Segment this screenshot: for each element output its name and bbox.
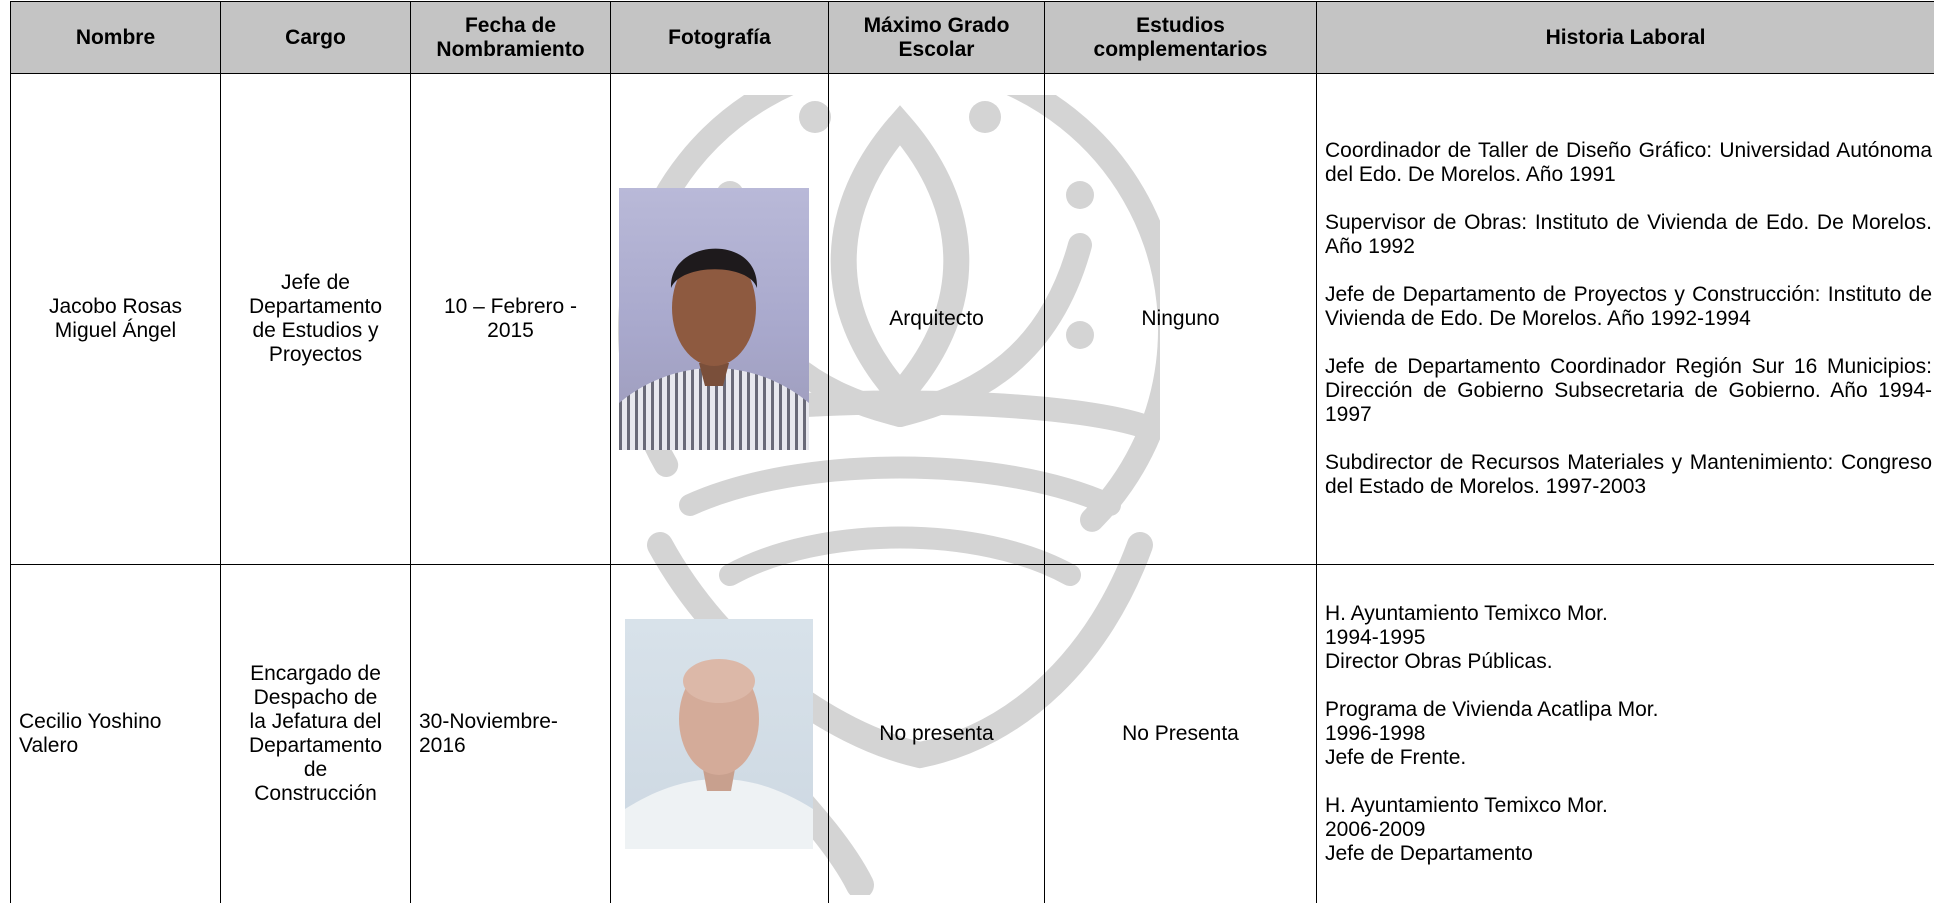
historia-item: Coordinador de Taller de Diseño Gráfico:…: [1325, 139, 1932, 187]
cell-fecha: 30-Noviembre- 2016: [411, 565, 611, 903]
header-historia-laboral: Historia Laboral: [1317, 2, 1934, 74]
historia-item: Jefe de Departamento Coordinador Región …: [1325, 355, 1932, 427]
cell-fotografia: [611, 74, 829, 565]
cell-grado: Arquitecto: [829, 74, 1045, 565]
table-header-row: Nombre Cargo Fecha de Nombramiento Fotog…: [11, 2, 1934, 74]
historia-block: H. Ayuntamiento Temixco Mor. 1994-1995 D…: [1325, 602, 1926, 674]
historia-block: Programa de Vivienda Acatlipa Mor. 1996-…: [1325, 698, 1926, 770]
cell-fotografia: [611, 565, 829, 903]
cell-fecha: 10 – Febrero - 2015: [411, 74, 611, 565]
header-nombre: Nombre: [11, 2, 221, 74]
cell-historia: H. Ayuntamiento Temixco Mor. 1994-1995 D…: [1317, 565, 1934, 903]
staff-table: Nombre Cargo Fecha de Nombramiento Fotog…: [10, 1, 1934, 903]
header-fotografia: Fotografía: [611, 2, 829, 74]
cell-historia: Coordinador de Taller de Diseño Gráfico:…: [1317, 74, 1934, 565]
header-estudios: Estudios complementarios: [1045, 2, 1317, 74]
historia-block: H. Ayuntamiento Temixco Mor. 2006-2009 J…: [1325, 794, 1926, 866]
cell-nombre: Cecilio Yoshino Valero: [11, 565, 221, 903]
cell-cargo: Jefe de Departamento de Estudios y Proye…: [221, 74, 411, 565]
portrait-photo: [625, 619, 813, 849]
cell-estudios: Ninguno: [1045, 74, 1317, 565]
cell-grado: No presenta: [829, 565, 1045, 903]
historia-item: Jefe de Departamento de Proyectos y Cons…: [1325, 283, 1932, 331]
historia-item: Supervisor de Obras: Instituto de Vivien…: [1325, 211, 1932, 259]
cell-estudios: No Presenta: [1045, 565, 1317, 903]
table-row: Jacobo Rosas Miguel Ángel Jefe de Depart…: [11, 74, 1934, 565]
table-row: Cecilio Yoshino Valero Encargado de Desp…: [11, 565, 1934, 903]
historia-item: Subdirector de Recursos Materiales y Man…: [1325, 451, 1932, 499]
header-maximo-grado: Máximo Grado Escolar: [829, 2, 1045, 74]
header-fecha-nombramiento: Fecha de Nombramiento: [411, 2, 611, 74]
cell-cargo: Encargado de Despacho de la Jefatura del…: [221, 565, 411, 903]
portrait-photo: [619, 188, 809, 450]
header-cargo: Cargo: [221, 2, 411, 74]
cell-nombre: Jacobo Rosas Miguel Ángel: [11, 74, 221, 565]
